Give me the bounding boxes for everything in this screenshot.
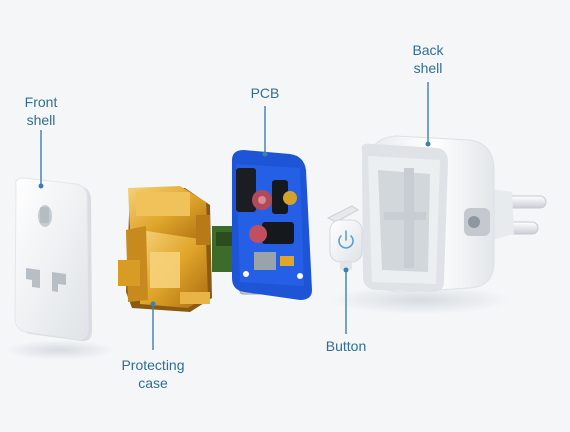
front-shell-label-line-2: shell bbox=[26, 112, 56, 128]
back-shell-label-line-1: Back bbox=[412, 42, 444, 58]
protecting-case bbox=[118, 186, 212, 312]
front-shell-shadow bbox=[5, 340, 115, 360]
front-shell bbox=[14, 177, 92, 342]
back-shell-leader-dot bbox=[425, 141, 431, 147]
protecting-case-label: Protecting case bbox=[113, 356, 193, 392]
pcb-label: PCB bbox=[240, 84, 290, 102]
button-part bbox=[326, 205, 363, 270]
front-shell-leader-dot bbox=[38, 183, 44, 189]
protecting-case-label-line-1: Protecting bbox=[121, 357, 185, 373]
front-shell-label-line-1: Front bbox=[24, 94, 58, 110]
pcb-leader-dot bbox=[262, 151, 268, 157]
back-shell-label-line-2: shell bbox=[413, 60, 443, 76]
button-label-line-1: Button bbox=[325, 338, 367, 354]
button-label: Button bbox=[316, 337, 376, 355]
back-shell-shadow bbox=[330, 286, 510, 314]
front-shell-label: Front shell bbox=[18, 93, 64, 129]
pcb bbox=[212, 150, 312, 300]
back-shell-label: Back shell bbox=[404, 41, 452, 77]
protecting-case-leader-dot bbox=[150, 301, 156, 307]
button-leader-dot bbox=[343, 267, 349, 273]
back-shell bbox=[361, 135, 547, 293]
power-icon bbox=[338, 230, 354, 249]
protecting-case-label-line-2: case bbox=[138, 375, 168, 391]
leader-lines bbox=[38, 82, 431, 350]
pcb-label-line-1: PCB bbox=[250, 85, 280, 101]
